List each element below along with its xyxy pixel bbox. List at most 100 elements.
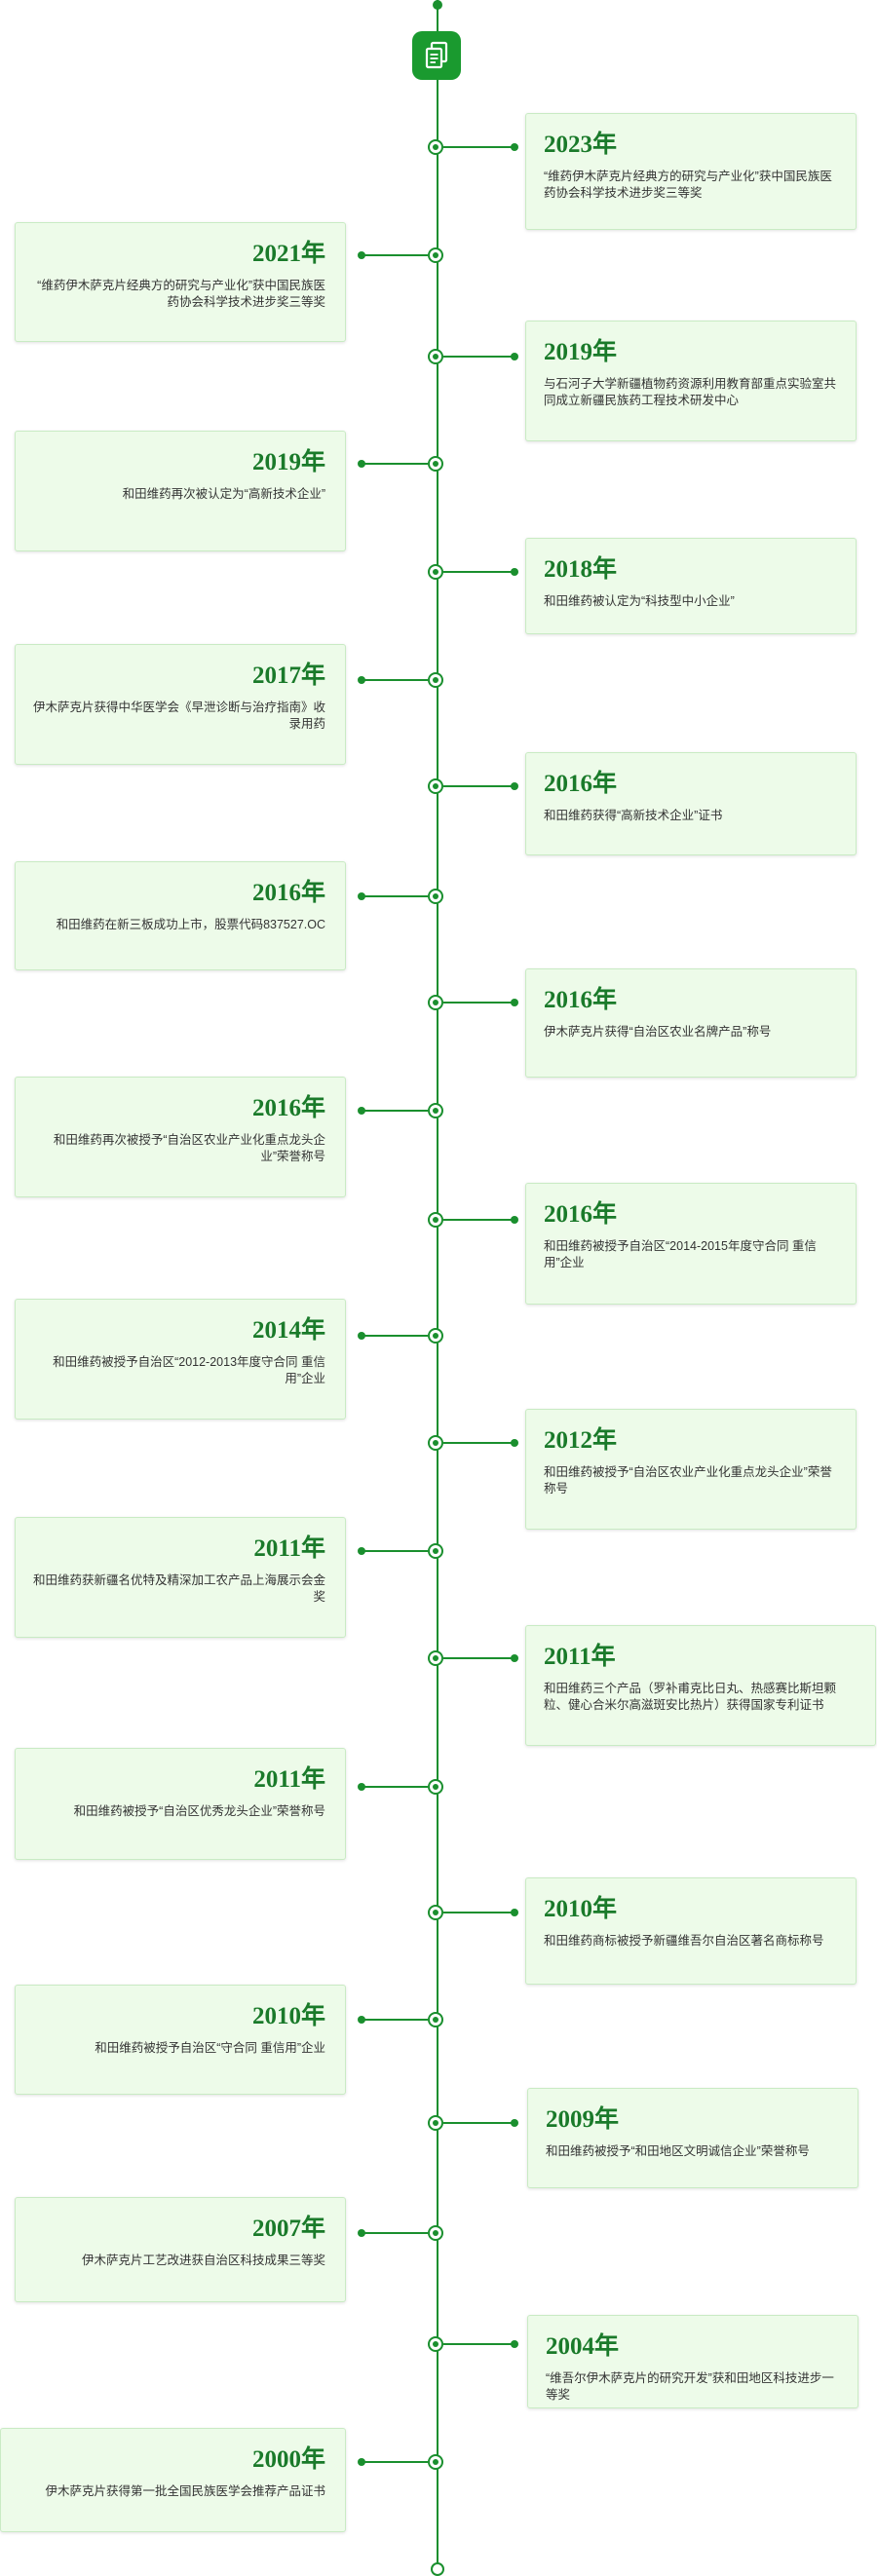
- timeline-year: 2019年: [251, 449, 325, 475]
- timeline-node: [428, 349, 443, 364]
- timeline-node: [428, 247, 443, 263]
- timeline-description: “维药伊木萨克片经典方的研究与产业化”获中国民族医药协会科学技术进步奖三等奖: [37, 279, 325, 309]
- timeline-card: 2011年和田维药获新疆名优特及精深加工农产品上海展示会金奖: [15, 1517, 346, 1638]
- timeline-node: [428, 2454, 443, 2470]
- timeline-node: [428, 139, 443, 155]
- timeline-description: 和田维药被授予“自治区农业产业化重点龙头企业”荣誉称号: [544, 1465, 832, 1496]
- timeline-connector: [443, 2340, 518, 2348]
- connector-end-dot: [358, 676, 365, 684]
- timeline-node: [428, 564, 443, 580]
- timeline-year: 2021年: [251, 241, 325, 267]
- timeline-card: 2016年伊木萨克片获得“自治区农业名牌产品”称号: [525, 968, 857, 1078]
- timeline-node: [428, 1212, 443, 1228]
- timeline-description: 与石河子大学新疆植物药资源利用教育部重点实验室共同成立新疆民族药工程技术研发中心: [544, 377, 837, 407]
- timeline-node: [428, 672, 443, 688]
- timeline-card: 2019年与石河子大学新疆植物药资源利用教育部重点实验室共同成立新疆民族药工程技…: [525, 321, 857, 441]
- timeline-card: 2016年和田维药获得“高新技术企业”证书: [525, 752, 857, 855]
- timeline-year: 2014年: [251, 1317, 325, 1344]
- connector-end-dot: [511, 568, 518, 576]
- timeline-year: 2018年: [544, 556, 618, 583]
- timeline-card: 2021年 “维药伊木萨克片经典方的研究与产业化”获中国民族医药协会科学技术进步奖…: [15, 222, 346, 342]
- timeline-description: 和田维药商标被授予新疆维吾尔自治区著名商标称号: [544, 1934, 824, 1948]
- connector-end-dot: [511, 1654, 518, 1662]
- timeline-connector: [443, 782, 518, 790]
- timeline-description: 伊木萨克片获得第一批全国民族医学会推荐产品证书: [45, 2484, 325, 2498]
- timeline-card: 2000年伊木萨克片获得第一批全国民族医学会推荐产品证书: [0, 2428, 346, 2532]
- timeline-description: 和田维药被授予“自治区优秀龙头企业”荣誉称号: [73, 1804, 325, 1818]
- timeline-description: 和田维药被认定为“科技型中小企业”: [544, 594, 735, 608]
- timeline-year: 2016年: [251, 1095, 325, 1121]
- timeline-axis: [437, 0, 438, 2575]
- timeline-description: 和田维药被授予“和田地区文明诚信企业”荣誉称号: [546, 2144, 810, 2158]
- timeline-description: 和田维药三个产品（罗补甫克比日丸、热感赛比斯坦颗粒、健心合米尔高滋斑安比热片）获…: [544, 1682, 837, 1712]
- timeline-year: 2016年: [544, 1201, 618, 1228]
- timeline-card: 2023年 “维药伊木萨克片经典方的研究与产业化”获中国民族医药协会科学技术进步奖…: [525, 113, 857, 230]
- timeline-node: [428, 2012, 443, 2027]
- timeline-year: 2011年: [544, 1644, 616, 1670]
- timeline-description: 和田维药再次被认定为“高新技术企业”: [122, 487, 325, 501]
- timeline-connector: [443, 999, 518, 1006]
- connector-end-dot: [358, 2458, 365, 2466]
- timeline-node: [428, 778, 443, 794]
- timeline-year: 2010年: [544, 1896, 618, 1922]
- timeline-card: 2019年和田维药再次被认定为“高新技术企业”: [15, 431, 346, 551]
- connector-end-dot: [358, 1107, 365, 1115]
- timeline-description: 和田维药在新三板成功上市，股票代码837527.OC: [56, 918, 325, 931]
- axis-bottom-dot: [431, 2562, 444, 2576]
- timeline-connector: [358, 1332, 428, 1340]
- timeline-node: [428, 456, 443, 472]
- timeline-description: “维药伊木萨克片经典方的研究与产业化”获中国民族医药协会科学技术进步奖三等奖: [544, 170, 832, 200]
- timeline-card: 2007年伊木萨克片工艺改进获自治区科技成果三等奖: [15, 2197, 346, 2302]
- timeline-card: 2011年和田维药三个产品（罗补甫克比日丸、热感赛比斯坦颗粒、健心合米尔高滋斑安…: [525, 1625, 876, 1746]
- timeline-node: [428, 995, 443, 1010]
- timeline-description: 和田维药获新疆名优特及精深加工农产品上海展示会金奖: [33, 1573, 326, 1604]
- timeline-connector: [443, 353, 518, 360]
- timeline-description: 和田维药被授予自治区“2012-2013年度守合同 重信用”企业: [53, 1355, 325, 1385]
- timeline-card: 2011年和田维药被授予“自治区优秀龙头企业”荣誉称号: [15, 1748, 346, 1860]
- timeline-connector: [358, 251, 428, 259]
- connector-end-dot: [511, 1439, 518, 1447]
- timeline-connector: [358, 2229, 428, 2237]
- connector-end-dot: [511, 1216, 518, 1224]
- timeline-connector: [358, 892, 428, 900]
- timeline-year: 2012年: [544, 1427, 618, 1454]
- timeline-card: 2016年和田维药在新三板成功上市，股票代码837527.OC: [15, 861, 346, 970]
- timeline-card: 2017年伊木萨克片获得中华医学会《早泄诊断与治疗指南》收录用药: [15, 644, 346, 765]
- timeline-card: 2009年和田维药被授予“和田地区文明诚信企业”荣誉称号: [527, 2088, 858, 2188]
- connector-end-dot: [358, 2229, 365, 2237]
- connector-end-dot: [511, 143, 518, 151]
- timeline-node: [428, 1328, 443, 1344]
- timeline-node: [428, 1435, 443, 1451]
- timeline-node: [428, 2225, 443, 2241]
- timeline-description: 伊木萨克片获得“自治区农业名牌产品”称号: [544, 1025, 772, 1039]
- timeline-year: 2017年: [251, 663, 325, 689]
- timeline-year: 2023年: [544, 132, 618, 158]
- timeline-year: 2000年: [251, 2446, 325, 2473]
- connector-end-dot: [511, 2119, 518, 2127]
- connector-end-dot: [511, 999, 518, 1006]
- timeline-connector: [443, 2119, 518, 2127]
- connector-end-dot: [358, 251, 365, 259]
- timeline-node: [428, 2115, 443, 2131]
- timeline-card: 2014年和田维药被授予自治区“2012-2013年度守合同 重信用”企业: [15, 1299, 346, 1420]
- timeline-year: 2007年: [251, 2216, 325, 2242]
- timeline-node: [428, 2336, 443, 2352]
- timeline-node: [428, 889, 443, 904]
- timeline-year: 2010年: [251, 2003, 325, 2029]
- timeline-year: 2019年: [544, 339, 618, 365]
- timeline-connector: [443, 1654, 518, 1662]
- timeline-connector: [358, 2458, 428, 2466]
- connector-end-dot: [358, 1547, 365, 1555]
- timeline-connector: [443, 143, 518, 151]
- timeline-description: “维吾尔伊木萨克片的研究开发”获和田地区科技进步一等奖: [546, 2371, 834, 2402]
- timeline-description: 伊木萨克片工艺改进获自治区科技成果三等奖: [81, 2254, 325, 2267]
- timeline-connector: [358, 676, 428, 684]
- axis-top-dot: [433, 0, 442, 10]
- timeline-connector: [443, 1439, 518, 1447]
- timeline-connector: [358, 460, 428, 468]
- timeline-card: 2018年和田维药被认定为“科技型中小企业”: [525, 538, 857, 634]
- timeline-connector: [358, 1547, 428, 1555]
- timeline-year: 2016年: [544, 771, 618, 797]
- timeline-connector: [443, 1216, 518, 1224]
- connector-end-dot: [511, 353, 518, 360]
